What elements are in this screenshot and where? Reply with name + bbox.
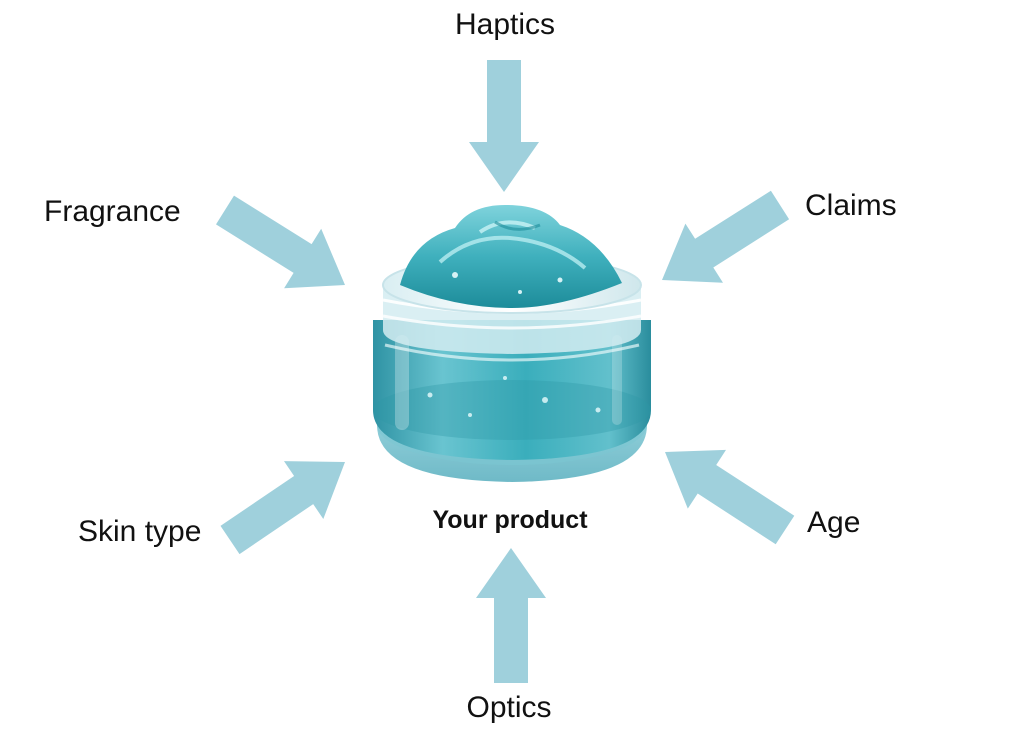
arrow-claims bbox=[662, 190, 790, 283]
arrow-age bbox=[665, 449, 795, 545]
arrows-group bbox=[216, 60, 795, 683]
label-age: Age bbox=[807, 506, 861, 539]
label-fragrance: Fragrance bbox=[44, 195, 181, 228]
center-label-product: Your product bbox=[432, 506, 588, 534]
arrow-optics bbox=[476, 548, 546, 683]
arrow-skin-type bbox=[220, 461, 345, 555]
label-skin-type: Skin type bbox=[78, 515, 202, 548]
cosmetic-gel-jar-icon bbox=[373, 205, 651, 482]
arrow-haptics bbox=[469, 60, 539, 192]
arrow-fragrance bbox=[216, 195, 345, 289]
label-claims: Claims bbox=[805, 189, 897, 222]
label-optics: Optics bbox=[466, 691, 552, 724]
label-haptics: Haptics bbox=[454, 8, 556, 41]
